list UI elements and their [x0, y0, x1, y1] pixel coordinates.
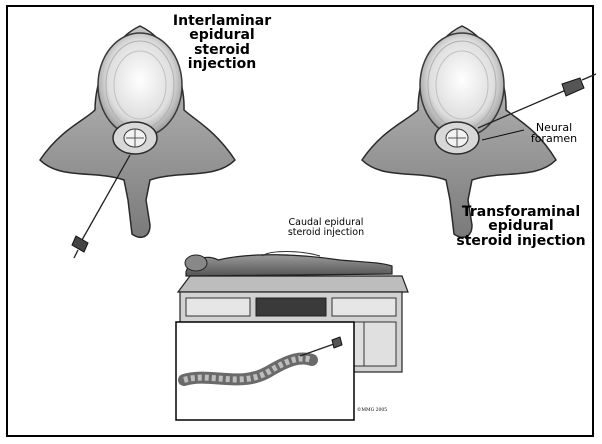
- caudal-label: Caudal epidural steroid injection: [272, 218, 380, 237]
- neural-foramen-label: Neural foramen: [524, 122, 584, 144]
- transforaminal-label: Transforaminal epidural steroid injectio…: [448, 205, 594, 248]
- interlaminar-label: Interlaminar epidural steroid injection: [168, 14, 276, 71]
- caudal-inset: [176, 322, 354, 420]
- copyright-label: ©MMG 2005: [352, 409, 392, 414]
